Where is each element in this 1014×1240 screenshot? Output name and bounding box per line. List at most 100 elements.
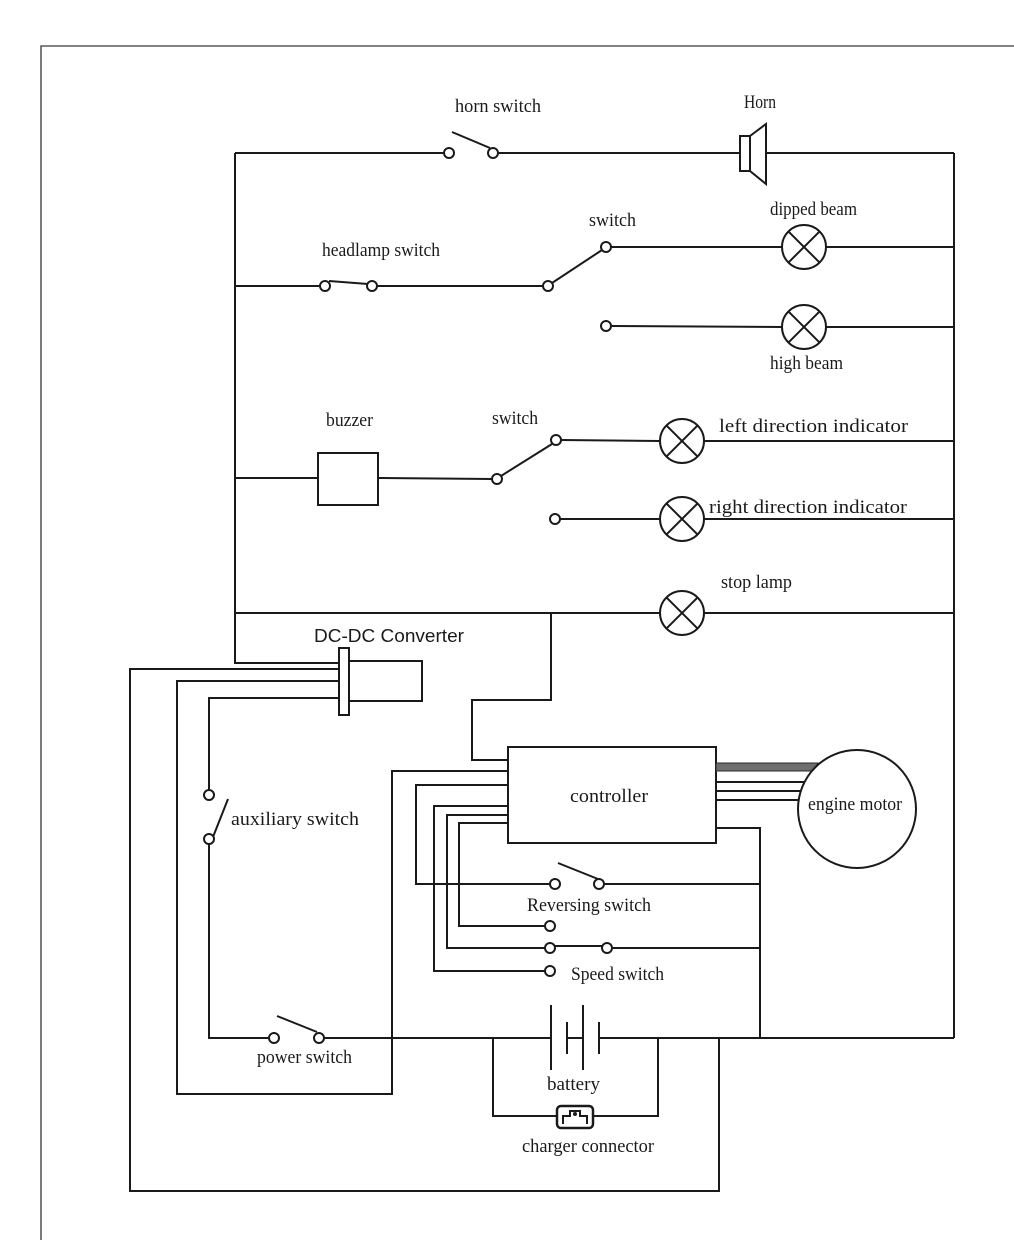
horn-icon xyxy=(739,122,767,187)
reversing-switch: Reversing switch xyxy=(415,784,760,932)
speed-switch-label: Speed switch xyxy=(571,964,664,985)
outer-return-wire xyxy=(129,668,720,1192)
wire xyxy=(433,805,545,972)
switch-lever xyxy=(328,280,369,285)
dipped-beam-label: dipped beam xyxy=(770,199,857,220)
lamp-cross xyxy=(665,502,699,536)
engine-motor-icon: engine motor xyxy=(797,749,917,869)
switch-terminal xyxy=(203,789,215,801)
stop-lamp-label: stop lamp xyxy=(721,572,792,593)
left-supply-bus xyxy=(234,153,339,664)
switch-lever xyxy=(557,862,599,880)
dc-dc-converter: DC-DC Converter xyxy=(314,626,464,716)
connector-pin xyxy=(573,1112,577,1116)
connector-pins xyxy=(562,1110,588,1124)
speed-switch: Speed switch xyxy=(433,805,760,985)
connector-shell xyxy=(555,1104,595,1130)
auxiliary-switch-label: auxiliary switch xyxy=(231,809,360,830)
headlamp-switch xyxy=(319,280,378,292)
switch-terminal xyxy=(313,1032,325,1044)
switch-terminal xyxy=(268,1032,280,1044)
headlamp-switch-label: headlamp switch xyxy=(322,240,440,261)
wire xyxy=(208,844,269,1039)
wire xyxy=(446,814,545,949)
switch-terminal xyxy=(549,513,561,525)
switch-lever xyxy=(276,1015,318,1033)
left-indicator-lamp-icon xyxy=(659,418,705,464)
beam-selector-switch xyxy=(542,241,612,332)
switch-terminal xyxy=(542,280,554,292)
left-direction-indicator-label: left direction indicator xyxy=(719,416,909,437)
charger-connector-icon xyxy=(555,1104,595,1130)
battery-label: battery xyxy=(547,1074,600,1095)
power-switch: power switch xyxy=(208,844,551,1068)
switch-lever xyxy=(212,798,229,838)
indicator-circuit: buzzer switch left direction indicator r… xyxy=(235,408,954,542)
charger-connector-label: charger connector xyxy=(522,1136,655,1157)
controller: controller xyxy=(507,746,717,844)
converter-flange xyxy=(338,647,350,716)
right-direction-indicator-label: right direction indicator xyxy=(709,497,908,518)
switch-terminal xyxy=(550,434,562,446)
switch-terminal xyxy=(443,147,455,159)
switch-terminal xyxy=(203,833,215,845)
lamp-cross xyxy=(665,596,699,630)
high-beam-label: high beam xyxy=(770,353,843,374)
charger-wire xyxy=(593,1038,659,1117)
switch-terminal xyxy=(549,878,561,890)
switch-lever xyxy=(500,443,553,477)
lamp-cross xyxy=(787,230,821,264)
dc-dc-converter-label: DC-DC Converter xyxy=(314,626,464,646)
high-beam-lamp-icon xyxy=(781,304,827,350)
controller-return-wire xyxy=(716,827,761,1038)
page-frame xyxy=(40,45,1014,1240)
dipped-beam-lamp-icon xyxy=(781,224,827,270)
switch-terminal xyxy=(544,920,556,932)
engine-motor-label: engine motor xyxy=(808,794,903,815)
stop-lamp-circuit: stop lamp xyxy=(235,572,954,761)
indicator-switch-label: switch xyxy=(492,408,538,429)
horn-circuit: horn switch Horn xyxy=(235,92,954,187)
motor-body xyxy=(797,749,917,869)
beam-selector-switch-label: switch xyxy=(589,210,636,231)
auxiliary-switch: auxiliary switch xyxy=(203,697,360,845)
wire xyxy=(610,325,783,328)
buzzer-label: buzzer xyxy=(326,410,374,431)
switch-terminal xyxy=(593,878,605,890)
switch-terminal xyxy=(600,320,612,332)
horn-body xyxy=(739,135,751,172)
reversing-switch-label: Reversing switch xyxy=(527,895,651,916)
horn-switch-label: horn switch xyxy=(455,96,541,117)
charger-wire xyxy=(492,1038,557,1117)
switch-lever xyxy=(451,131,491,149)
lamp-cross xyxy=(787,310,821,344)
wire xyxy=(377,477,493,480)
stop-lamp-icon xyxy=(659,590,705,636)
wire xyxy=(415,784,550,885)
right-indicator-lamp-icon xyxy=(659,496,705,542)
power-switch-label: power switch xyxy=(257,1047,352,1068)
wire xyxy=(458,822,545,927)
horn-cone xyxy=(749,122,767,187)
converter-body xyxy=(349,660,423,702)
horn-switch xyxy=(443,131,499,159)
battery-icon: battery xyxy=(547,1005,600,1095)
buzzer-icon xyxy=(317,452,379,506)
indicator-switch xyxy=(491,434,562,525)
motor-phase-band xyxy=(715,762,819,772)
switch-terminal xyxy=(487,147,499,159)
switch-terminal xyxy=(601,942,613,954)
controller-box xyxy=(507,746,717,844)
controller-feed-wire xyxy=(471,613,552,761)
switch-terminal xyxy=(491,473,503,485)
controller-label: controller xyxy=(570,786,649,807)
switch-terminal xyxy=(544,942,556,954)
lamp-cross xyxy=(665,424,699,458)
switch-terminal xyxy=(600,241,612,253)
switch-terminal xyxy=(319,280,331,292)
switch-terminal xyxy=(366,280,378,292)
headlamp-circuit: headlamp switch switch dipped beam high … xyxy=(235,199,954,374)
switch-terminal xyxy=(544,965,556,977)
wire xyxy=(208,697,339,790)
